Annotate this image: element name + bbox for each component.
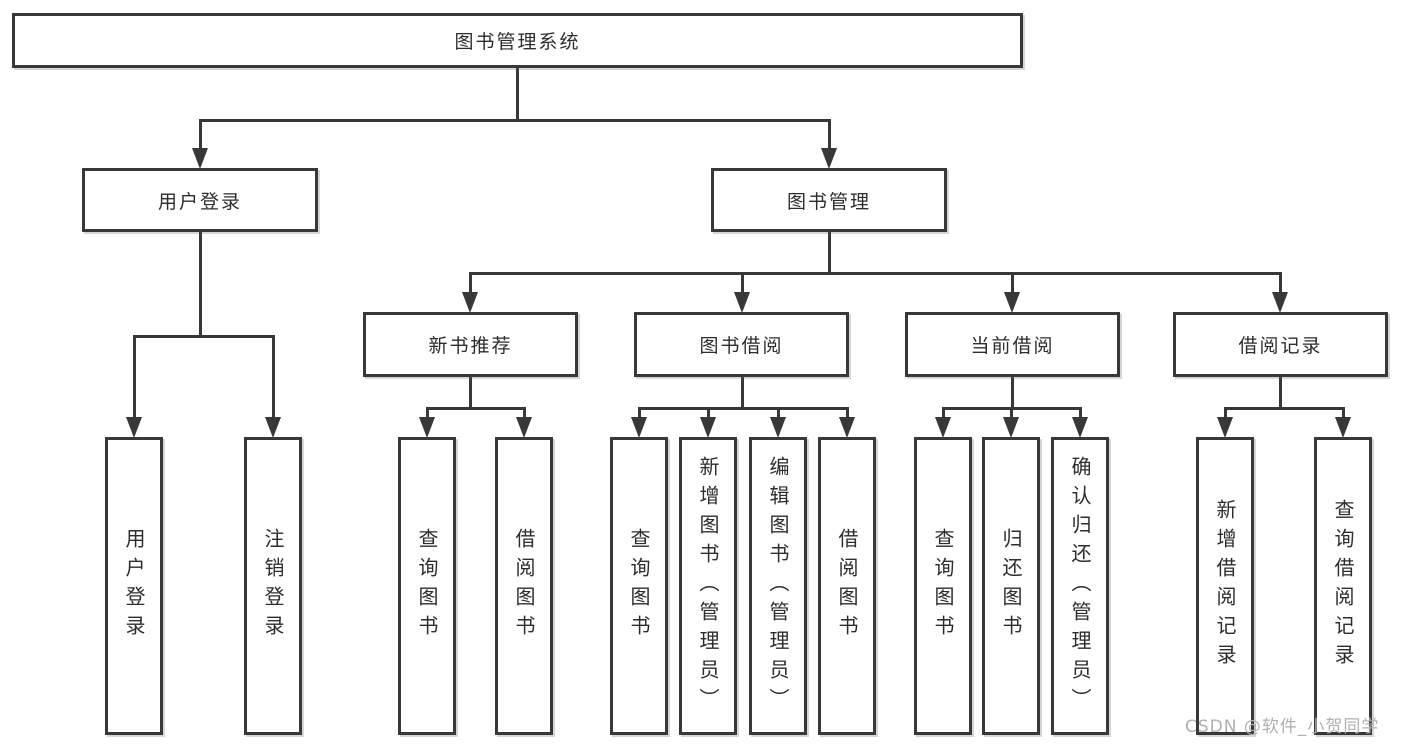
node-book-borrow-label: 图书借阅 (699, 335, 784, 357)
arrowhead-icon (419, 417, 435, 438)
leaf-add-book: 新增图书（管理员） (679, 437, 737, 735)
connector-line (468, 377, 472, 410)
leaf-logout: 注销登录 (244, 437, 302, 735)
node-borrow-records: 借阅记录 (1173, 312, 1388, 377)
leaf-edit-book-label: 编辑图书（管理员） (766, 455, 790, 717)
connector-line (198, 119, 202, 151)
leaf-borrow-book-2: 借阅图书 (818, 437, 876, 735)
node-current-borrow: 当前借阅 (905, 312, 1120, 377)
connector-line (1010, 377, 1014, 410)
connector-line (1341, 407, 1345, 420)
connector-line (271, 335, 275, 420)
arrowhead-icon (1335, 417, 1351, 438)
leaf-query-book-3-label: 查询图书 (931, 528, 955, 644)
leaf-user-login: 用户登录 (105, 437, 163, 735)
leaf-query-borrow-record-label: 查询借阅记录 (1331, 499, 1355, 673)
node-user-login-group-label: 用户登录 (157, 190, 242, 213)
connector-line (827, 232, 831, 275)
arrowhead-icon (126, 417, 142, 438)
node-book-mgmt-group: 图书管理 (711, 168, 947, 232)
leaf-user-login-label: 用户登录 (122, 528, 146, 644)
connector-line (132, 335, 136, 420)
leaf-add-borrow-record-label: 新增借阅记录 (1213, 499, 1237, 673)
connector-line (1009, 407, 1013, 420)
leaf-confirm-return-label: 确认归还（管理员） (1068, 455, 1092, 717)
arrowhead-icon (1072, 417, 1088, 438)
arrowhead-icon (700, 417, 716, 438)
leaf-query-book-1-label: 查询图书 (415, 528, 439, 644)
connector-line (198, 232, 202, 338)
connector-line (198, 119, 831, 122)
connector-line (1078, 407, 1082, 420)
leaf-confirm-return: 确认归还（管理员） (1051, 437, 1109, 735)
connector-line (776, 407, 780, 420)
node-book-borrow: 图书借阅 (634, 312, 849, 377)
arrowhead-icon (734, 292, 750, 313)
node-new-book-rec-label: 新书推荐 (428, 335, 513, 357)
connector-line (845, 407, 849, 420)
arrowhead-icon (1003, 417, 1019, 438)
connector-line (637, 407, 641, 420)
connector-line (1223, 407, 1345, 410)
connector-line (637, 407, 849, 410)
node-new-book-rec: 新书推荐 (363, 312, 578, 377)
arrowhead-icon (265, 417, 281, 438)
leaf-query-book-1: 查询图书 (398, 437, 456, 735)
arrowhead-icon (516, 417, 532, 438)
arrowhead-icon (821, 148, 837, 169)
connector-line (515, 68, 519, 122)
connector-line (1278, 377, 1282, 410)
connector-line (425, 407, 526, 410)
connector-line (740, 377, 744, 410)
leaf-borrow-book-1: 借阅图书 (495, 437, 553, 735)
node-root-label: 图书管理系统 (454, 31, 581, 53)
arrowhead-icon (1004, 292, 1020, 313)
leaf-borrow-book-1-label: 借阅图书 (512, 528, 536, 644)
arrowhead-icon (1217, 417, 1233, 438)
connector-line (827, 119, 831, 151)
connector-line (740, 272, 744, 295)
leaf-return-book-label: 归还图书 (999, 528, 1023, 644)
leaf-edit-book: 编辑图书（管理员） (749, 437, 807, 735)
arrowhead-icon (462, 292, 478, 313)
arrowhead-icon (1272, 292, 1288, 313)
node-borrow-records-label: 借阅记录 (1238, 335, 1323, 357)
node-current-borrow-label: 当前借阅 (970, 335, 1055, 357)
node-book-mgmt-group-label: 图书管理 (786, 190, 871, 213)
leaf-borrow-book-2-label: 借阅图书 (835, 528, 859, 644)
arrowhead-icon (631, 417, 647, 438)
connector-line (468, 272, 1282, 275)
leaf-logout-label: 注销登录 (261, 528, 285, 644)
node-user-login-group: 用户登录 (82, 168, 318, 232)
connector-line (425, 407, 429, 420)
leaf-return-book: 归还图书 (982, 437, 1040, 735)
connector-line (706, 407, 710, 420)
arrowhead-icon (770, 417, 786, 438)
leaf-add-borrow-record: 新增借阅记录 (1196, 437, 1254, 735)
connector-line (1278, 272, 1282, 295)
leaf-query-book-2-label: 查询图书 (627, 528, 651, 644)
arrowhead-icon (839, 417, 855, 438)
arrowhead-icon (935, 417, 951, 438)
watermark-text: CSDN @软件_小贺同学 (1185, 717, 1380, 737)
leaf-query-book-3: 查询图书 (914, 437, 972, 735)
leaf-query-borrow-record: 查询借阅记录 (1314, 437, 1372, 735)
leaf-add-book-label: 新增图书（管理员） (696, 455, 720, 717)
connector-line (941, 407, 945, 420)
node-root: 图书管理系统 (12, 13, 1023, 68)
connector-line (522, 407, 526, 420)
connector-line (132, 335, 275, 338)
leaf-query-book-2: 查询图书 (610, 437, 668, 735)
arrowhead-icon (192, 148, 208, 169)
connector-line (468, 272, 472, 295)
connector-line (1010, 272, 1014, 295)
connector-line (1223, 407, 1227, 420)
